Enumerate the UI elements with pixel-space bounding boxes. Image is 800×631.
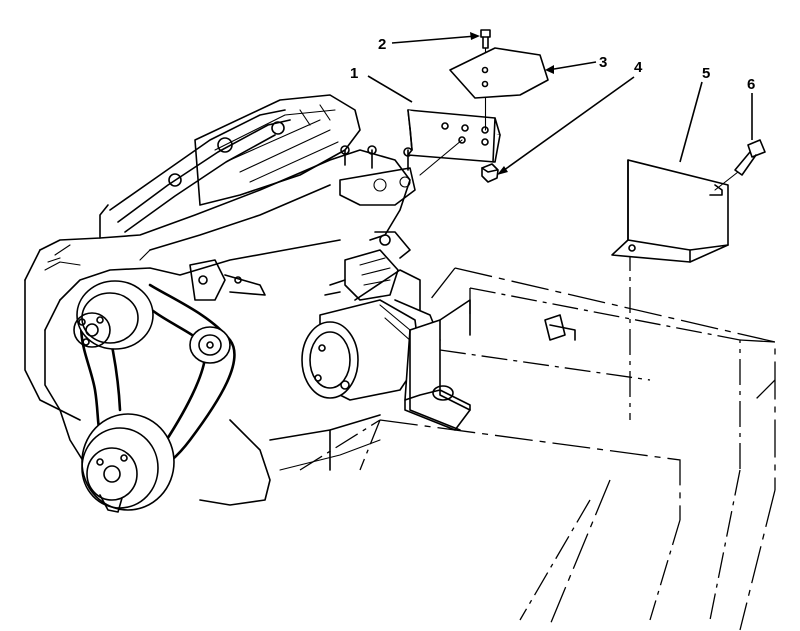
starter-support-bracket (404, 299, 576, 431)
pulley-belt-assembly (73, 259, 266, 513)
part-3-plate (449, 47, 549, 99)
callout-6: 6 (747, 76, 755, 93)
part-1-angle-bracket (407, 109, 501, 176)
chassis-frame-phantom (299, 245, 776, 631)
callout-2: 2 (378, 36, 386, 53)
engine-block (24, 94, 416, 506)
starter-motor (301, 231, 441, 401)
part-4-nut (481, 163, 499, 183)
part-5-shield-bracket (611, 159, 729, 263)
callout-1: 1 (350, 65, 358, 82)
callout-5: 5 (702, 65, 710, 82)
callout-4: 4 (634, 59, 643, 76)
callout-leaders (367, 32, 753, 175)
callout-3: 3 (599, 54, 607, 71)
part-6-bolt (714, 139, 766, 191)
